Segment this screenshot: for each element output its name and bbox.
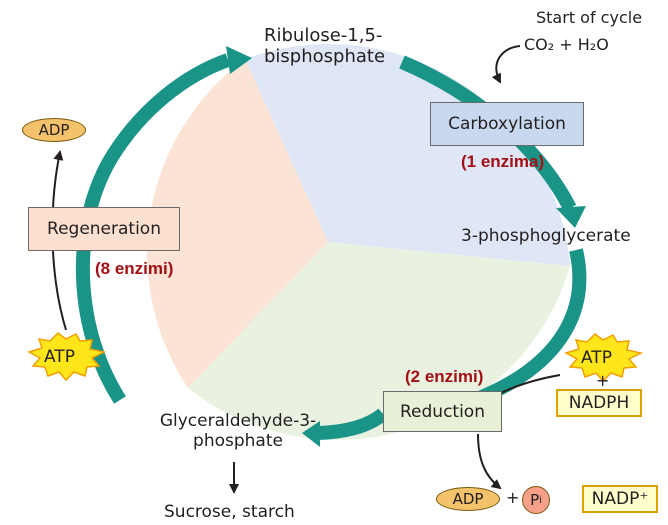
sector-fixation <box>245 44 570 267</box>
sucrose-starch-label: Sucrose, starch <box>164 502 295 522</box>
co2-h2o-label: CO₂ + H₂O <box>524 35 609 54</box>
pga-label: 3-phosphoglycerate <box>461 226 631 246</box>
arc-reduction-to-g3p <box>317 408 388 440</box>
phosphate-label: P <box>530 491 540 509</box>
nadp-box: NADP⁺ <box>582 485 658 513</box>
adp-bottom-oval: ADP <box>436 487 500 511</box>
arrowhead-pga <box>556 206 586 228</box>
g3p-label: Glyceraldehyde-3- phosphate <box>159 411 317 451</box>
plus-right: + <box>596 371 610 390</box>
arrowhead-rubp <box>226 46 252 74</box>
reduction-box: Reduction <box>383 391 502 432</box>
plus-bottom: + <box>506 488 520 507</box>
sector-regeneration <box>147 59 328 388</box>
carboxylation-box: Carboxylation <box>430 102 584 146</box>
adp-top-oval: ADP <box>22 118 86 142</box>
carboxylation-enzyme-count: (1 enzima) <box>461 152 545 171</box>
atp-right-label: ATP <box>581 348 612 368</box>
reduction-enzyme-count: (2 enzimi) <box>405 367 484 386</box>
start-of-cycle-label: Start of cycle <box>536 8 643 27</box>
nadph-box: NADPH <box>556 389 642 417</box>
reduction-output-arrow <box>477 433 502 490</box>
atp-starburst-right <box>564 333 644 383</box>
co2-input-arrow <box>491 45 521 84</box>
arc-g3p-to-rubp <box>75 53 231 404</box>
phosphate-subscript: i <box>539 494 542 506</box>
arrowhead-g3p <box>302 421 320 447</box>
atp-starburst-left <box>27 332 107 382</box>
regeneration-box: Regeneration <box>28 207 180 251</box>
atp-left-label: ATP <box>44 347 75 367</box>
sector-reduction <box>188 242 570 440</box>
regeneration-enzyme-count: (8 enzimi) <box>95 259 174 278</box>
rubp-label: Ribulose-1,5- bisphosphate <box>264 25 386 67</box>
